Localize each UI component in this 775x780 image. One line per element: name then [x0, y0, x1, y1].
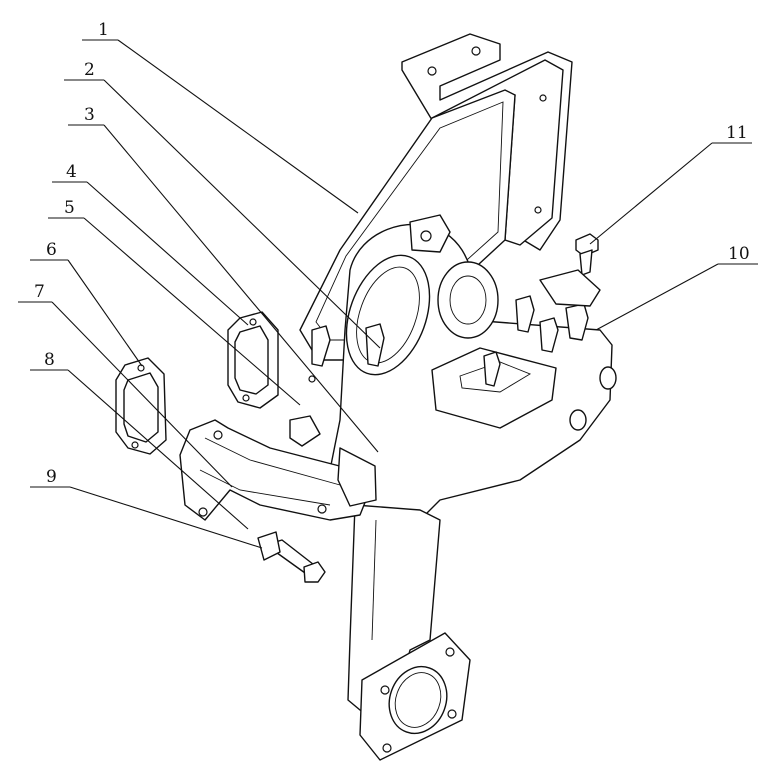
- callout-9: 9: [46, 467, 57, 487]
- gasket-lower: [115, 357, 167, 455]
- leader-lines: [18, 39, 758, 549]
- callout-1: 1: [98, 20, 109, 40]
- manifold-front-branch: [179, 419, 371, 521]
- bolt-9: [257, 531, 326, 583]
- callout-6: 6: [46, 240, 57, 260]
- callout-7: 7: [34, 282, 45, 302]
- callout-11: 11: [726, 123, 748, 143]
- callout-3: 3: [84, 105, 95, 125]
- bolt-11: [575, 233, 599, 276]
- callout-5: 5: [64, 198, 75, 218]
- callout-4: 4: [66, 162, 77, 182]
- bolt-set: [311, 295, 589, 387]
- callout-8: 8: [44, 350, 55, 370]
- clamp-bracket: [289, 269, 601, 507]
- gasket-upper: [227, 311, 279, 409]
- callout-labels: 1 2 3 4 5 6 7 8 9 10 11: [34, 20, 750, 487]
- callout-10: 10: [728, 244, 750, 264]
- exhaust-manifold-body: [329, 214, 617, 761]
- callout-2: 2: [84, 60, 95, 80]
